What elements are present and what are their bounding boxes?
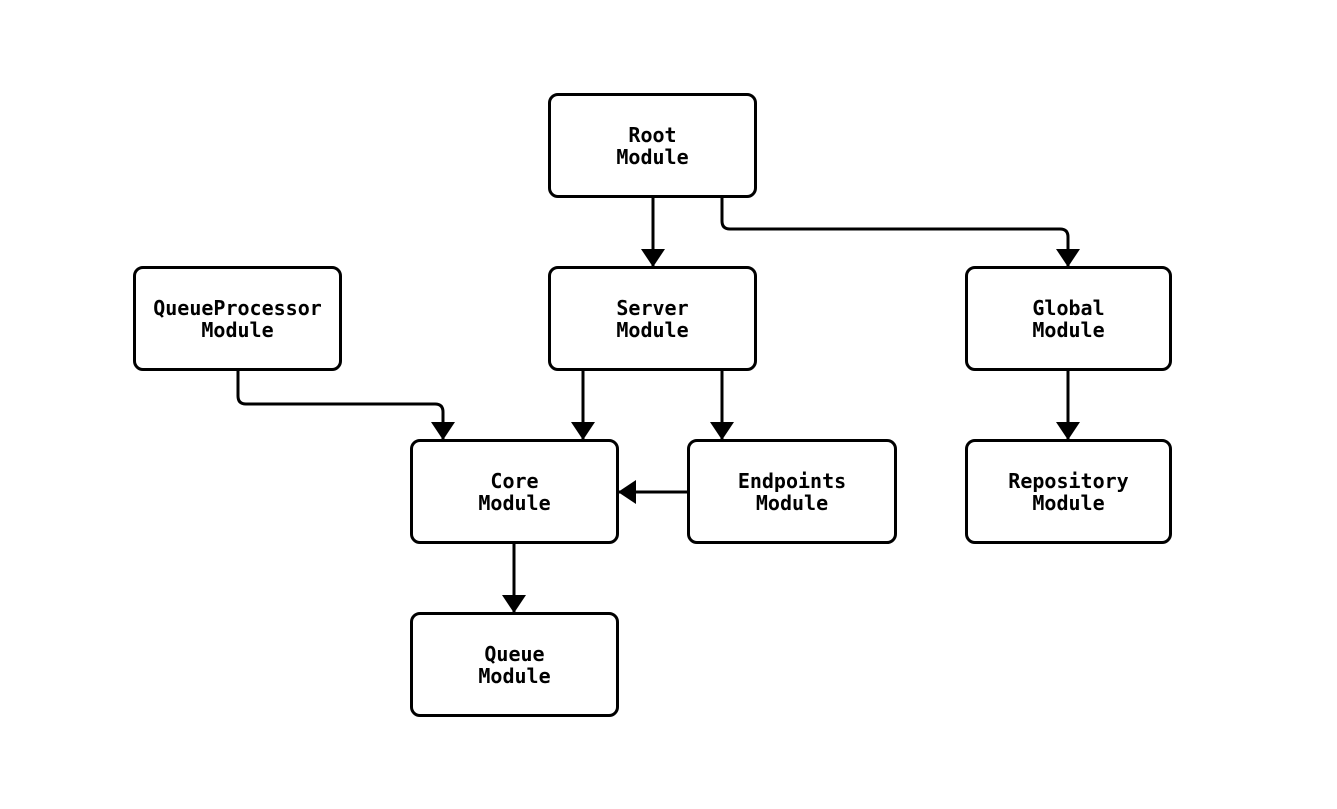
node-label-line: Module (1032, 490, 1105, 515)
node-label-line: QueueProcessor (153, 295, 322, 320)
node-label-line: Core (490, 468, 539, 493)
node-label-line: Queue (484, 641, 545, 666)
node-label-line: Module (478, 663, 551, 688)
node-label-line: Global (1032, 295, 1105, 320)
node-label-line: Module (616, 317, 689, 342)
node-label-line: Module (1032, 317, 1105, 342)
node-label-line: Root (628, 122, 677, 147)
node-label-line: Module (201, 317, 274, 342)
edges-group (236, 198, 1080, 613)
node-label-line: Server (616, 295, 689, 320)
edge-queueprocessor-core (236, 371, 455, 440)
node-label-line: Repository (1008, 468, 1129, 493)
edge-root-global (720, 198, 1080, 267)
node-label-line: Module (755, 490, 829, 515)
node-label-line: Endpoints (737, 468, 847, 493)
node-label-line: Module (616, 144, 689, 169)
node-label-line: Module (478, 490, 551, 515)
